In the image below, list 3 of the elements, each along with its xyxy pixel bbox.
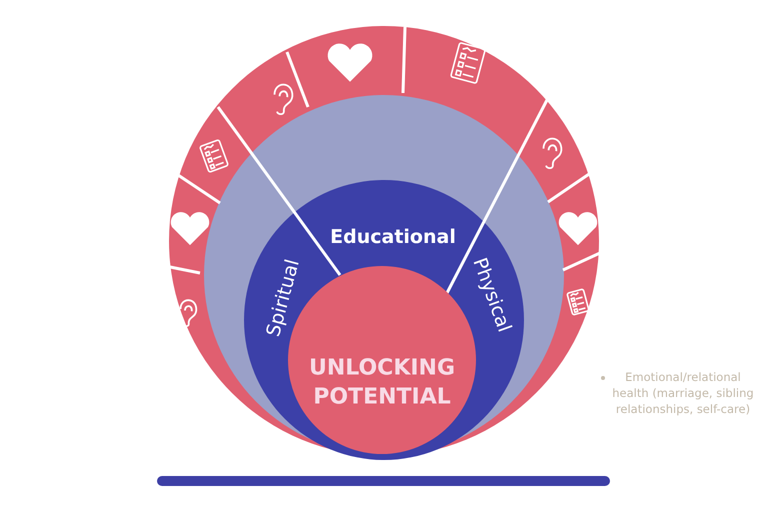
ring-label: Educational — [330, 226, 456, 248]
bullet-note: Emotional/relational health (marriage, sibling relationships, self-care) — [612, 369, 754, 418]
center-title: UNLOCKING POTENTIAL — [308, 354, 456, 411]
